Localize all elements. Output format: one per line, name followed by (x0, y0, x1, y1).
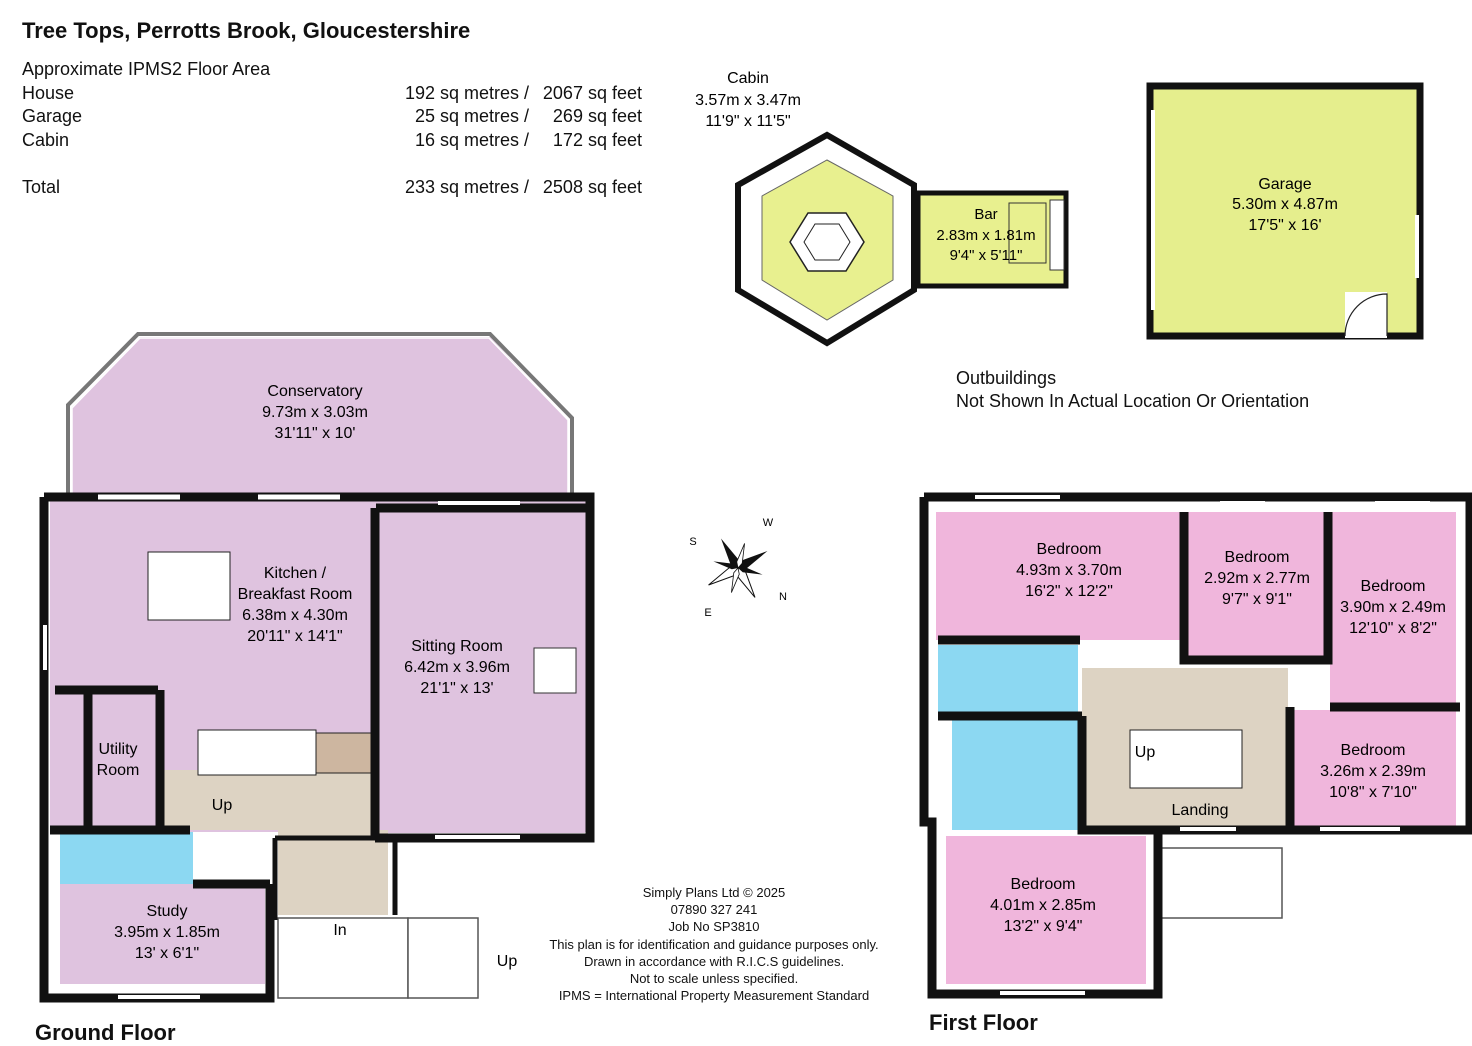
utility-name-line2: Room (97, 762, 140, 779)
credits-line: Not to scale unless specified. (629, 971, 799, 987)
credits-line: Simply Plans Ltd © 2025 (642, 885, 786, 900)
credits-line: IPMS = International Property Measuremen… (558, 988, 870, 1004)
outbuildings-note: Outbuildings Not Shown In Actual Locatio… (956, 367, 1309, 413)
bedroom1-metric: 4.93m x 3.70m (1016, 562, 1122, 579)
bar-name: Bar (974, 206, 997, 223)
bedroom2-metric: 2.92m x 2.77m (1204, 570, 1310, 587)
bedroom4-name: Bedroom (1341, 742, 1406, 759)
cabin-metric: 3.57m x 3.47m (695, 92, 801, 109)
first-floor-plan (919, 492, 1472, 999)
cabin-name: Cabin (727, 70, 769, 87)
cabin-imperial: 11'9" x 11'5" (705, 113, 790, 130)
ground-stairs-up-label: Up (212, 797, 233, 814)
area-row-sq-metres: 192 sq metres / (404, 82, 529, 103)
area-row-cabin: Cabin 16 sq metres / 172 sq feet (22, 129, 647, 153)
area-row-label: Cabin (22, 129, 70, 150)
garage-imperial: 17'5" x 16' (1248, 217, 1321, 234)
bedroom5-imperial: 13'2" x 9'4" (1004, 918, 1083, 935)
kitchen-name-line1: Kitchen / (264, 565, 327, 582)
compass-s-label: S (689, 536, 696, 548)
sitting-room-metric: 6.42m x 3.96m (404, 659, 510, 676)
cabin-building (735, 131, 1069, 347)
first-stairs-up-label: Up (1135, 744, 1156, 761)
kitchen-metric: 6.38m x 4.30m (242, 607, 348, 624)
compass-e-label: E (704, 607, 711, 619)
bedroom5-metric: 4.01m x 2.85m (990, 897, 1096, 914)
area-table-heading: Approximate IPMS2 Floor Area (22, 59, 271, 79)
garage-metric: 5.30m x 4.87m (1232, 196, 1338, 213)
plan-credits: Simply Plans Ltd © 2025 07890 327 241 Jo… (530, 884, 898, 1004)
study-imperial: 13' x 6'1" (135, 945, 199, 962)
credits-line: Drawn in accordance with R.I.C.S guideli… (583, 953, 845, 969)
garage-name: Garage (1258, 176, 1311, 193)
area-row-garage: Garage 25 sq metres / 269 sq feet (22, 105, 647, 129)
bedroom2-imperial: 9'7" x 9'1" (1222, 591, 1292, 608)
area-total-sq-metres: 233 sq metres / (404, 176, 529, 197)
area-row-house: House 192 sq metres / 2067 sq feet (22, 82, 647, 106)
kitchen-imperial: 20'11" x 14'1" (247, 628, 342, 645)
area-row-sq-feet: 172 sq feet (552, 129, 642, 150)
first-floor-label: First Floor (929, 1010, 1038, 1035)
landing-name: Landing (1172, 802, 1229, 819)
bedroom3-metric: 3.90m x 2.49m (1340, 599, 1446, 616)
ground-floor-plan (39, 332, 595, 1003)
bedroom2-name: Bedroom (1225, 549, 1290, 566)
area-row-total: Total 233 sq metres / 2508 sq feet (22, 176, 647, 200)
outbuildings-note-line1: Outbuildings (956, 368, 1057, 388)
bar-metric: 2.83m x 1.81m (936, 227, 1035, 244)
floor-area-table: Approximate IPMS2 Floor Area House 192 s… (22, 58, 647, 199)
ground-floor-label: Ground Floor (35, 1020, 176, 1045)
conservatory-imperial: 31'11" x 10' (275, 425, 356, 442)
conservatory-metric: 9.73m x 3.03m (262, 404, 368, 421)
area-row-label: House (22, 82, 75, 103)
compass-w-label: W (763, 517, 774, 529)
bedroom4-imperial: 10'8" x 7'10" (1329, 784, 1417, 801)
compass-rose (708, 538, 768, 598)
area-row-sq-feet: 269 sq feet (552, 106, 642, 126)
bedroom4-metric: 3.26m x 2.39m (1320, 763, 1426, 780)
area-row-sq-metres: 16 sq metres / (414, 129, 529, 150)
credits-line: This plan is for identification and guid… (549, 936, 879, 952)
bedroom1-name: Bedroom (1037, 541, 1102, 558)
area-row-label: Garage (22, 106, 83, 126)
area-row-sq-metres: 25 sq metres / (414, 106, 529, 126)
area-total-sq-feet: 2508 sq feet (542, 176, 642, 197)
kitchen-name-line2: Breakfast Room (238, 586, 353, 603)
utility-name-line1: Utility (98, 741, 137, 758)
bar-imperial: 9'4" x 5'11" (950, 247, 1023, 264)
area-row-sq-feet: 2067 sq feet (542, 82, 642, 103)
sitting-room-imperial: 21'1" x 13' (420, 680, 493, 697)
credits-line: 07890 327 241 (670, 902, 758, 918)
study-metric: 3.95m x 1.85m (114, 924, 220, 941)
area-total-label: Total (22, 176, 61, 197)
sitting-room-name: Sitting Room (411, 638, 503, 655)
porch-steps-up-label: Up (497, 953, 518, 970)
bedroom5-name: Bedroom (1011, 876, 1076, 893)
bedroom3-imperial: 12'10" x 8'2" (1349, 620, 1437, 637)
entrance-in-label: In (333, 922, 346, 939)
credits-line: Job No SP3810 (668, 919, 760, 935)
bedroom1-imperial: 16'2" x 12'2" (1025, 583, 1113, 600)
study-name: Study (147, 903, 188, 920)
garage-building (1146, 82, 1424, 340)
outbuildings-note-line2: Not Shown In Actual Location Or Orientat… (956, 391, 1310, 411)
conservatory-name: Conservatory (267, 383, 362, 400)
bedroom3-name: Bedroom (1361, 578, 1426, 595)
compass-n-label: N (779, 591, 787, 603)
property-title: Tree Tops, Perrotts Brook, Gloucestershi… (22, 18, 471, 43)
